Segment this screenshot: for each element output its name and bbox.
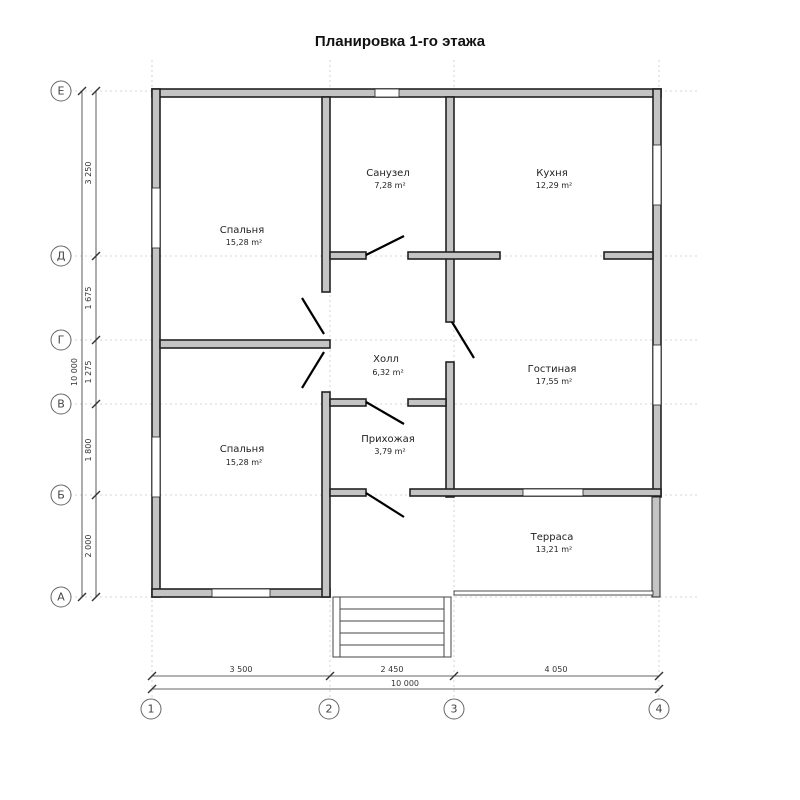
dim-h1: 3 500 — [230, 665, 253, 674]
window-top — [374, 88, 400, 98]
dim-v1: 3 250 — [84, 162, 93, 185]
wall-bath-right — [407, 251, 501, 260]
dim-v4: 1 800 — [84, 439, 93, 462]
axis-label-number: 2 — [326, 703, 333, 716]
wall-entry-right — [407, 398, 447, 407]
window-left-upper — [151, 187, 161, 249]
terrace-rail — [453, 590, 654, 596]
room-name: Спальня — [220, 444, 265, 455]
windows — [151, 88, 662, 598]
door-entry — [365, 401, 405, 425]
axis-bubbles-numbers: 1 2 3 4 — [140, 698, 670, 720]
axis-label-number: 4 — [656, 703, 663, 716]
horizontal-dimensions: 3 500 2 450 4 050 10 000 — [147, 665, 664, 694]
doors — [301, 235, 475, 518]
grid-axes — [70, 60, 700, 700]
room-area: 15,28 m² — [226, 238, 262, 247]
axis-label-letter: Г — [58, 334, 65, 347]
room-name: Терраса — [530, 532, 574, 543]
axis-label-letter: Б — [57, 489, 65, 502]
room-name: Кухня — [536, 168, 568, 179]
room-area: 15,28 m² — [226, 458, 262, 467]
room-area: 3,79 m² — [374, 447, 405, 456]
walls — [151, 88, 662, 598]
porch-stairs — [332, 596, 452, 658]
outer-wall-top — [151, 88, 662, 98]
wall-x2-bottom — [321, 391, 331, 598]
door-front — [365, 492, 405, 518]
axis-label-letter: Д — [57, 250, 66, 263]
room-name: Прихожая — [361, 434, 415, 445]
room-name: Спальня — [220, 225, 265, 236]
room-name: Холл — [373, 354, 399, 365]
dim-v3: 1 275 — [84, 361, 93, 384]
dim-h3: 4 050 — [545, 665, 568, 674]
door-bedroom-bottom — [301, 351, 325, 389]
window-right-living — [652, 344, 662, 406]
window-bottom — [211, 588, 271, 598]
room-area: 12,29 m² — [536, 181, 572, 190]
room-area: 13,21 m² — [536, 545, 572, 554]
axis-label-letter: В — [57, 398, 65, 411]
dim-v2: 1 675 — [84, 287, 93, 310]
stairs-outline — [332, 596, 452, 658]
vertical-dimensions: 3 250 1 675 1 275 1 800 2 000 10 000 — [70, 86, 101, 602]
wall-kitchen-right — [603, 251, 654, 260]
room-name: Санузел — [366, 168, 409, 179]
outer-wall-left — [151, 88, 161, 598]
window-living-terrace — [522, 488, 584, 497]
room-area: 6,32 m² — [372, 368, 403, 377]
room-area: 7,28 m² — [374, 181, 405, 190]
wall-x3-top — [445, 96, 455, 323]
wall-x2-top — [321, 96, 331, 293]
wall-bath-left — [329, 251, 367, 260]
dim-h2: 2 450 — [381, 665, 404, 674]
door-bathroom — [365, 235, 405, 256]
wall-bedrooms-divider — [159, 339, 331, 349]
axis-bubbles-letters: Е Д Г В Б А — [50, 80, 72, 608]
wall-entry-left — [329, 398, 367, 407]
axis-label-letter: Е — [58, 85, 65, 98]
room-name: Гостиная — [528, 364, 577, 375]
dim-h-total: 10 000 — [391, 679, 419, 688]
axis-label-number: 3 — [451, 703, 458, 716]
window-left-lower — [151, 436, 161, 498]
wall-b-left — [329, 488, 367, 497]
door-living — [451, 321, 475, 359]
axis-label-letter: А — [57, 591, 65, 604]
room-area: 17,55 m² — [536, 377, 572, 386]
terrace-post — [651, 496, 661, 598]
door-bedroom-top — [301, 297, 325, 335]
dim-v5: 2 000 — [84, 535, 93, 558]
plan-title: Планировка 1-го этажа — [314, 33, 486, 50]
dim-v-total: 10 000 — [70, 358, 79, 386]
window-right-kitchen — [652, 144, 662, 206]
axis-label-number: 1 — [148, 703, 155, 716]
room-labels: Спальня 15,28 m² Санузел 7,28 m² Кухня 1… — [220, 168, 577, 554]
wall-x3-bottom — [445, 361, 455, 498]
